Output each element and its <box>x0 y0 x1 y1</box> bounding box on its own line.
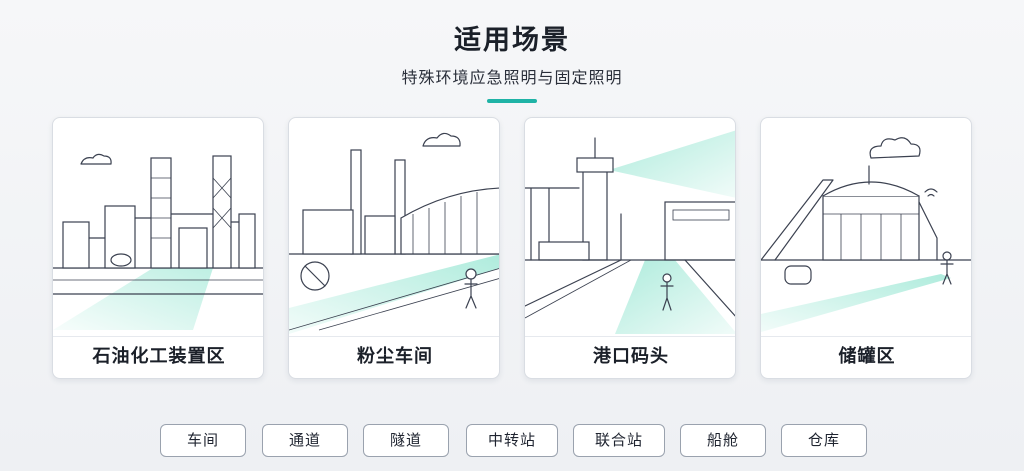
scene-label: 港口码头 <box>593 346 669 367</box>
scene-cards: 石油化工装置区 <box>52 117 974 379</box>
scene-label: 粉尘车间 <box>357 346 433 367</box>
tag-passage[interactable]: 通道 <box>262 424 348 457</box>
page-title: 适用场景 <box>454 25 570 56</box>
tag-workshop[interactable]: 车间 <box>160 424 246 457</box>
scene-card-petrochemical[interactable]: 石油化工装置区 <box>52 117 264 379</box>
scene-card-dust-workshop[interactable]: 粉尘车间 <box>288 117 500 379</box>
scene-label: 储罐区 <box>838 346 896 367</box>
page-subtitle: 特殊环境应急照明与固定照明 <box>401 68 623 87</box>
storage-tank-illustration <box>761 137 971 332</box>
scene-card-storage-tank[interactable]: 储罐区 <box>760 117 972 379</box>
dust-workshop-illustration <box>289 132 499 334</box>
tag-joint-station[interactable]: 联合站 <box>573 424 665 457</box>
petrochemical-plant-illustration <box>53 153 263 330</box>
port-terminal-illustration <box>525 130 735 334</box>
tag-warehouse[interactable]: 仓库 <box>781 424 867 457</box>
scene-tags: 车间 通道 隧道 中转站 联合站 船舱 仓库 <box>0 424 1024 458</box>
scene-label: 石油化工装置区 <box>92 346 226 367</box>
scene-card-port-terminal[interactable]: 港口码头 <box>524 117 736 379</box>
title-accent-bar <box>487 99 537 103</box>
tag-transfer-station[interactable]: 中转站 <box>466 424 558 457</box>
tag-tunnel[interactable]: 隧道 <box>363 424 449 457</box>
tag-ship-cabin[interactable]: 船舱 <box>680 424 766 457</box>
